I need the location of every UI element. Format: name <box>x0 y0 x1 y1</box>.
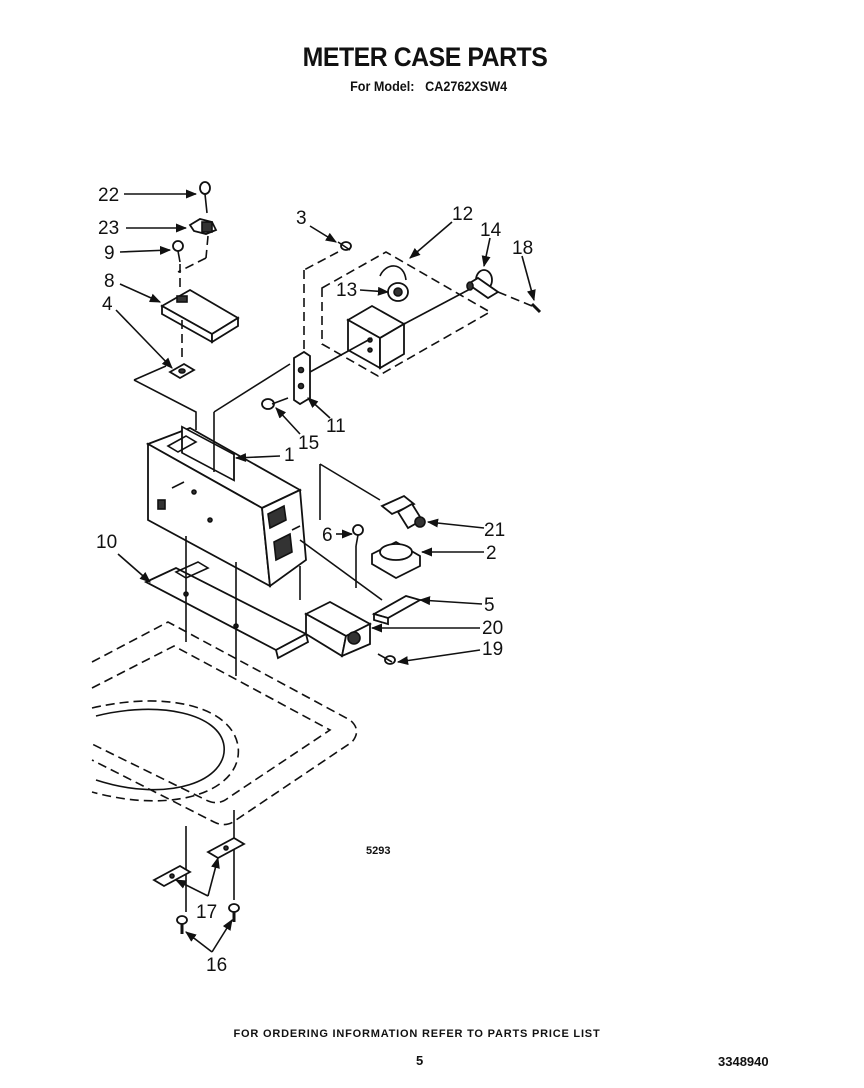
knob-13 <box>379 265 409 302</box>
model-label: For Model: <box>350 78 415 94</box>
callout-9: 9 <box>104 243 115 264</box>
callout-10: 10 <box>96 532 117 553</box>
callout-20: 20 <box>482 618 503 639</box>
screw-9 <box>172 240 184 263</box>
timer-dashed-outline <box>321 251 492 377</box>
clip-23 <box>188 218 218 235</box>
lens-5 <box>371 595 423 626</box>
page-number: 5 <box>416 1053 424 1068</box>
screw-15 <box>261 397 289 410</box>
callout-4: 4 <box>102 294 113 315</box>
screw-6 <box>352 524 364 547</box>
callout-3: 3 <box>296 208 307 229</box>
callout-18: 18 <box>512 238 533 259</box>
leader-arrows <box>115 189 536 953</box>
model-line: For Model: CA2762XSW4 <box>43 78 808 94</box>
assembly-line <box>403 287 473 325</box>
callout-6: 6 <box>322 525 333 546</box>
ordering-note: FOR ORDERING INFORMATION REFER TO PARTS … <box>233 1028 601 1040</box>
callout-21: 21 <box>484 520 505 541</box>
screw-16a <box>176 915 188 934</box>
screw-16b <box>228 903 240 922</box>
callout-22: 22 <box>98 185 119 206</box>
light-housing-2 <box>371 540 421 580</box>
callout-12: 12 <box>452 204 473 225</box>
callout-2: 2 <box>486 543 497 564</box>
assembly-line <box>303 251 339 271</box>
screw-18 <box>530 302 542 314</box>
model-number: CA2762XSW4 <box>425 78 508 94</box>
callout-11: 11 <box>326 416 346 437</box>
callout-19: 19 <box>482 639 503 660</box>
outline-line <box>133 365 167 381</box>
socket-20 <box>304 600 372 658</box>
outline-line <box>213 363 291 413</box>
callout-15: 15 <box>298 433 319 454</box>
callout-17: 17 <box>196 902 217 923</box>
nut-4 <box>168 362 196 380</box>
outline-line <box>133 379 197 430</box>
assembly-line <box>497 291 533 307</box>
callout-13: 13 <box>336 280 357 301</box>
meter-case-1 <box>145 425 307 588</box>
timer-motor-12 <box>346 304 406 370</box>
clip-17b <box>206 836 246 860</box>
outline-line <box>319 463 381 501</box>
assembly-line <box>177 257 207 273</box>
coupling-14 <box>466 269 500 300</box>
callout-5: 5 <box>484 595 495 616</box>
page-title: METER CASE PARTS <box>302 42 548 72</box>
switch-21 <box>380 494 426 530</box>
callout-1: 1 <box>284 445 295 466</box>
callout-23: 23 <box>98 218 119 239</box>
outline-line <box>309 337 373 373</box>
outline-line <box>299 539 383 601</box>
callout-14: 14 <box>480 220 502 241</box>
screw-22 <box>199 181 211 214</box>
screw-3 <box>337 241 352 251</box>
figure-number: 5293 <box>366 845 391 857</box>
document-number: 3348940 <box>718 1054 769 1069</box>
clip-17a <box>152 864 192 888</box>
assembly-line <box>205 235 209 259</box>
callout-16: 16 <box>206 955 227 976</box>
cabinet-top-outline <box>91 621 358 826</box>
bracket-8 <box>160 288 240 344</box>
callout-8: 8 <box>104 271 115 292</box>
bracket-11 <box>293 350 311 406</box>
screw-19 <box>377 653 396 665</box>
